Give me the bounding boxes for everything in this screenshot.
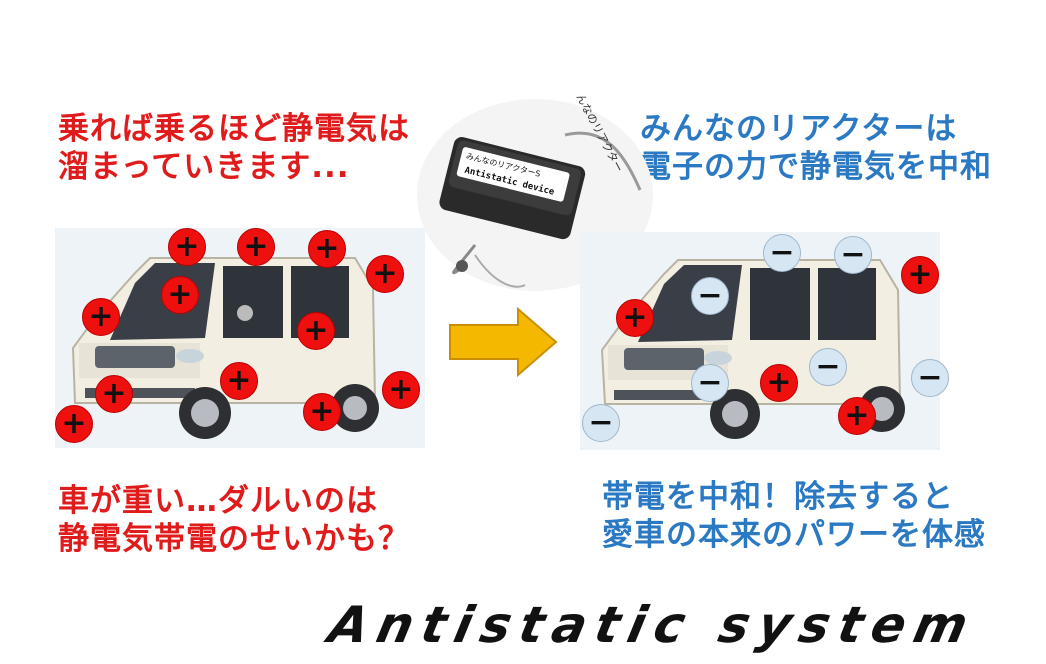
plus-charge-icon: + <box>303 393 341 431</box>
left-heading: 乗れば乗るほど静電気は 溜まっていきます... <box>58 110 410 186</box>
plus-charge-icon: + <box>95 375 133 413</box>
left-caption-line2: 静電気帯電のせいかも？ <box>58 521 410 557</box>
car-image-right <box>600 259 905 439</box>
minus-charge-icon: − <box>691 364 729 402</box>
plus-charge-icon: + <box>366 255 404 293</box>
left-caption: 車が重い…ダルいのは 静電気帯電のせいかも？ <box>58 482 410 558</box>
plus-charge-icon: + <box>901 256 939 294</box>
car-image-left <box>71 257 379 439</box>
plus-charge-icon: + <box>168 228 206 266</box>
minus-charge-icon: − <box>582 404 620 442</box>
right-heading: みんなのリアクターは 電子の力で静電気を中和 <box>640 110 992 186</box>
left-caption-line1: 車が重い…ダルいのは <box>58 483 378 519</box>
minus-charge-icon: − <box>691 277 729 315</box>
footer-title: Antistatic system <box>323 596 983 654</box>
right-caption-line2: 愛車の本来のパワーを体感 <box>602 517 986 553</box>
plus-charge-icon: + <box>237 228 275 266</box>
plus-charge-icon: + <box>82 298 120 336</box>
left-heading-line1: 乗れば乗るほど静電気は <box>58 111 410 147</box>
plus-charge-icon: + <box>55 405 93 443</box>
right-arrow-icon <box>449 307 558 377</box>
plus-charge-icon: + <box>760 364 798 402</box>
left-heading-line2: 溜まっていきます... <box>58 149 350 185</box>
plus-charge-icon: + <box>616 299 654 337</box>
right-caption-line1: 帯電を中和！除去すると <box>602 479 954 515</box>
plus-charge-icon: + <box>220 362 258 400</box>
right-heading-line1: みんなのリアクターは <box>640 111 958 147</box>
right-heading-line2: 電子の力で静電気を中和 <box>640 149 992 185</box>
plus-charge-icon: + <box>382 371 420 409</box>
minus-charge-icon: − <box>911 359 949 397</box>
plus-charge-icon: + <box>838 397 876 435</box>
reactor-device-image: みんなのリアクターS Antistatic device みんなのリアクター <box>417 95 653 291</box>
right-caption: 帯電を中和！除去すると 愛車の本来のパワーを体感 <box>602 478 986 554</box>
plus-charge-icon: + <box>297 312 335 350</box>
minus-charge-icon: − <box>834 236 872 274</box>
plus-charge-icon: + <box>308 230 346 268</box>
plus-charge-icon: + <box>161 276 199 314</box>
minus-charge-icon: − <box>809 348 847 386</box>
minus-charge-icon: − <box>763 234 801 272</box>
